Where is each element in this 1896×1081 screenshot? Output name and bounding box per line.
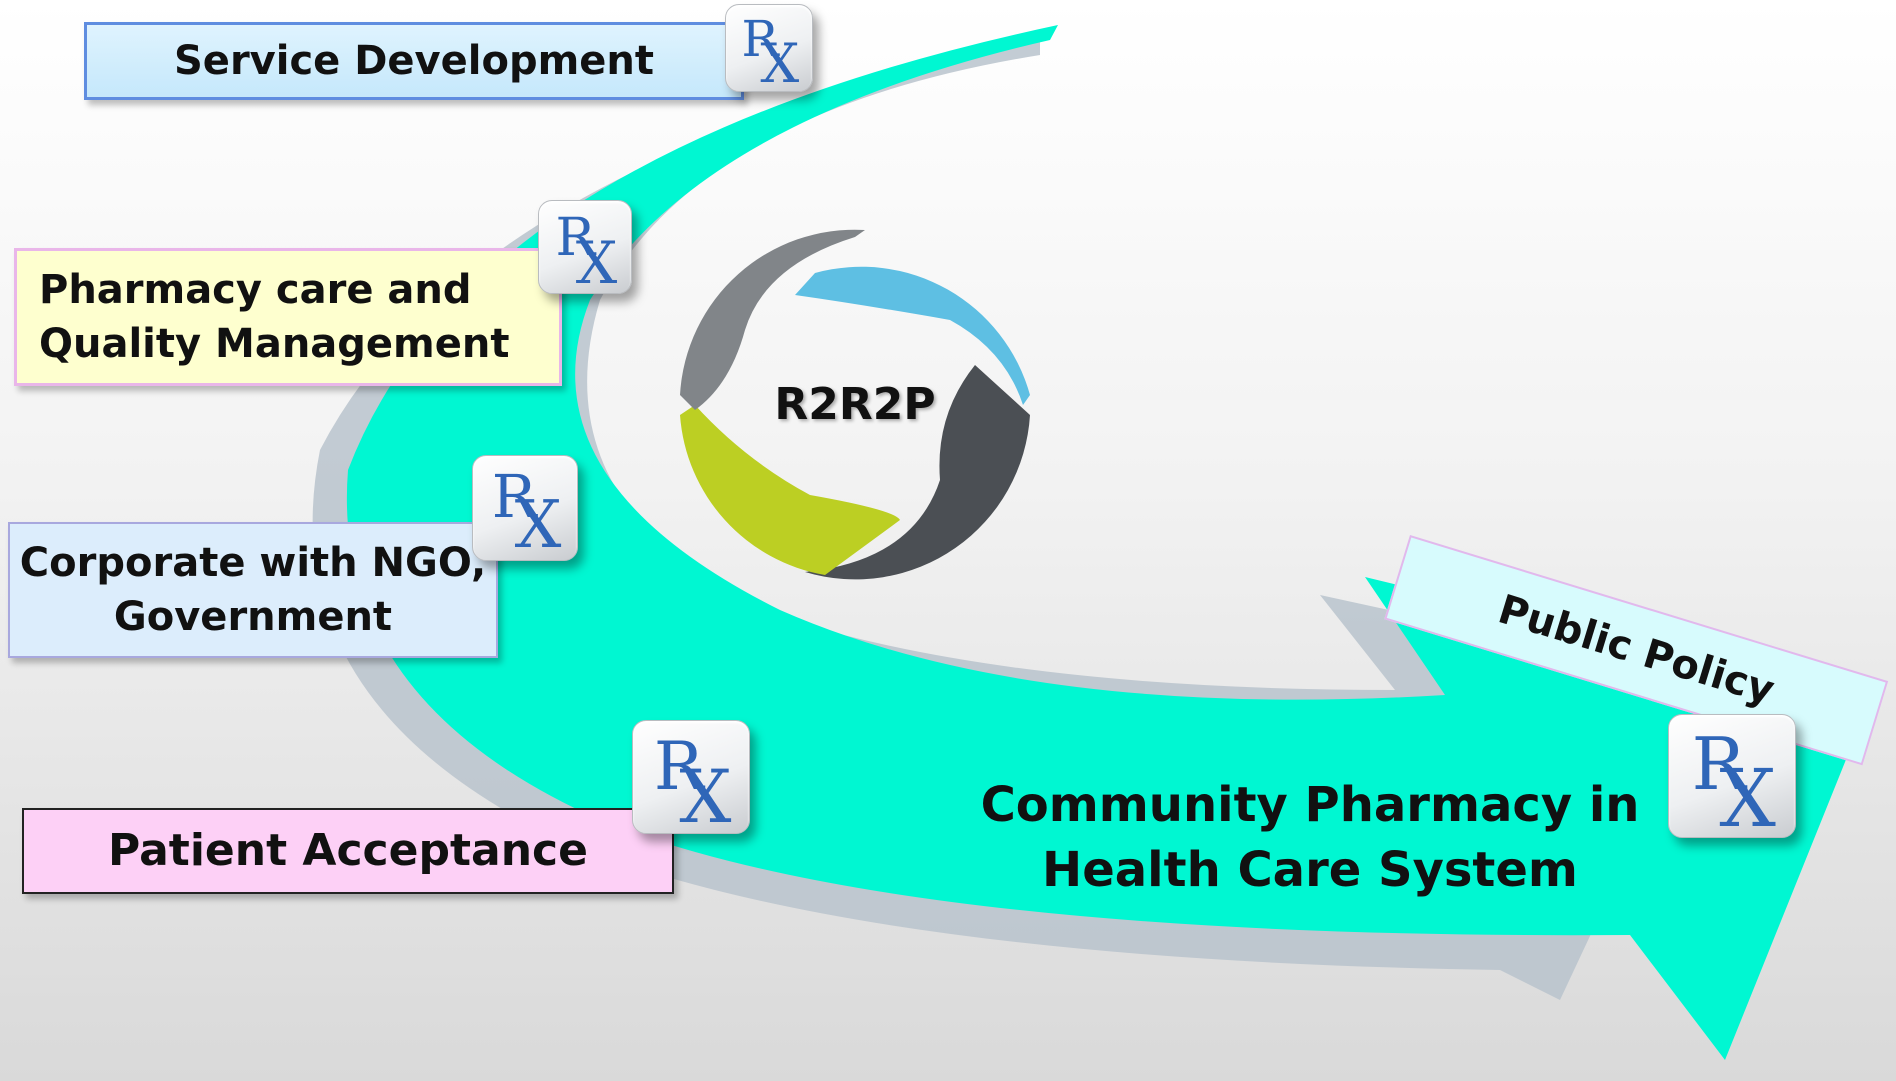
ring-segment-green (680, 405, 900, 575)
rx-icon-x: X (679, 754, 732, 840)
pharmacy-care-label: Pharmacy care and Quality Management (39, 267, 510, 367)
rx-icon-r: R (555, 206, 596, 268)
service-development-label: Service Development (174, 38, 654, 84)
rx-icon-x: X (575, 228, 618, 297)
pharmacy-care-box: Pharmacy care and Quality Management (14, 248, 562, 386)
rx-icon-x: X (760, 30, 800, 95)
ring-segment-gray (680, 229, 865, 410)
patient-acceptance-box: Patient Acceptance (22, 808, 674, 894)
rx-icon-r: R (741, 10, 779, 69)
community-pharmacy-label: Community Pharmacy in Health Care System (980, 777, 1640, 898)
patient-acceptance-label: Patient Acceptance (108, 825, 588, 877)
corporate-box: Corporate with NGO, Government (8, 522, 498, 658)
ring-segment-dark (805, 365, 1030, 580)
rx-icon-r: R (653, 727, 704, 805)
center-label-text: R2R2P (774, 379, 936, 431)
center-label: R2R2P (740, 375, 970, 435)
corporate-label: Corporate with NGO, Government (19, 540, 487, 640)
service-development-box: Service Development (84, 22, 744, 100)
rx-icon-x: X (514, 487, 562, 564)
community-pharmacy-title: Community Pharmacy in Health Care System (960, 768, 1660, 908)
rx-icon-x: X (1719, 751, 1776, 845)
rx-icon-r: R (491, 462, 537, 532)
ring-segment-blue (795, 266, 1030, 405)
rx-icon-r: R (1691, 722, 1746, 807)
